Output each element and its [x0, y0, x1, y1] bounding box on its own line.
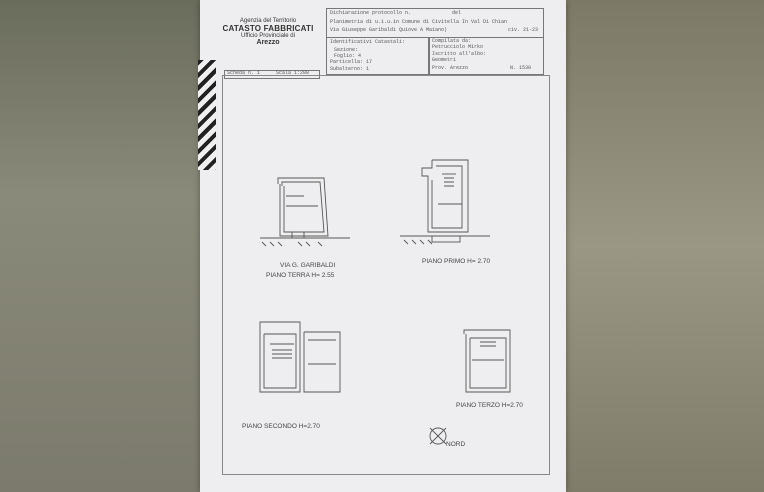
subalterno: Subalterno: 1 [330, 66, 370, 72]
office-label: Ufficio Provinciale di [241, 33, 295, 39]
plan-area-frame [222, 75, 550, 475]
office-city: Arezzo [256, 39, 280, 46]
plan-piano-terzo [463, 329, 511, 393]
background-left [0, 0, 200, 492]
caption-via: VIA G. GARIBALDI [280, 262, 336, 269]
agency-header: Agenzia del Territorio CATASTO FABBRICAT… [218, 18, 318, 46]
north-symbol [429, 427, 447, 445]
plan-piano-terra [260, 177, 350, 247]
address-text: Via Giuseppe Garibaldi Quiove A Maiano) [330, 27, 448, 33]
background-right [566, 0, 764, 492]
catasto-title: CATASTO FABBRICATI [222, 24, 314, 33]
striped-edge-decoration [198, 60, 216, 170]
particella: Particella: 17 [330, 59, 373, 65]
declaration-date: del [452, 10, 462, 16]
registered-label: Iscritto all'albo: [432, 51, 487, 57]
cadastral-id-box [326, 37, 430, 75]
civic-number: civ. 21-23 [508, 27, 539, 33]
scheda-number: Scheda n. 1 [227, 70, 261, 76]
scheda-box [224, 70, 320, 79]
compiled-by-label: Compilata da: [432, 38, 472, 44]
floor-plans-drawing [259, 159, 511, 445]
province: Prov. Arezzo [432, 65, 469, 71]
caption-piano-terra: PIANO TERRA H= 2.55 [266, 272, 335, 279]
compiler-name: Petrucciolo Mirko [432, 44, 484, 50]
registry-name: Geometri [432, 57, 457, 63]
declaration-text: Dichiarazione protocollo n. [330, 10, 412, 16]
floor-plan-document [200, 0, 566, 492]
registry-number: N. 1530 [510, 65, 532, 71]
plan-piano-primo [400, 159, 490, 245]
scale: Scala 1:200 [276, 70, 310, 76]
foglio: Foglio: 4 [334, 53, 362, 59]
planimetria-text: Planimetria di u.i.u.in Comune di Civite… [330, 19, 508, 25]
caption-piano-primo: PIANO PRIMO H= 2.70 [422, 258, 491, 265]
caption-piano-secondo: PIANO SECONDO H=2.70 [242, 423, 320, 430]
sezione: Sezione: [334, 47, 359, 53]
cadastral-title: Identificativi Catastali: [330, 39, 406, 45]
caption-nord: NORD [446, 441, 466, 448]
agency-name: Agenzia del Territorio [239, 18, 297, 24]
caption-piano-terzo: PIANO TERZO H=2.70 [456, 402, 523, 409]
plan-piano-secondo [259, 321, 341, 393]
compiler-box [428, 37, 544, 75]
